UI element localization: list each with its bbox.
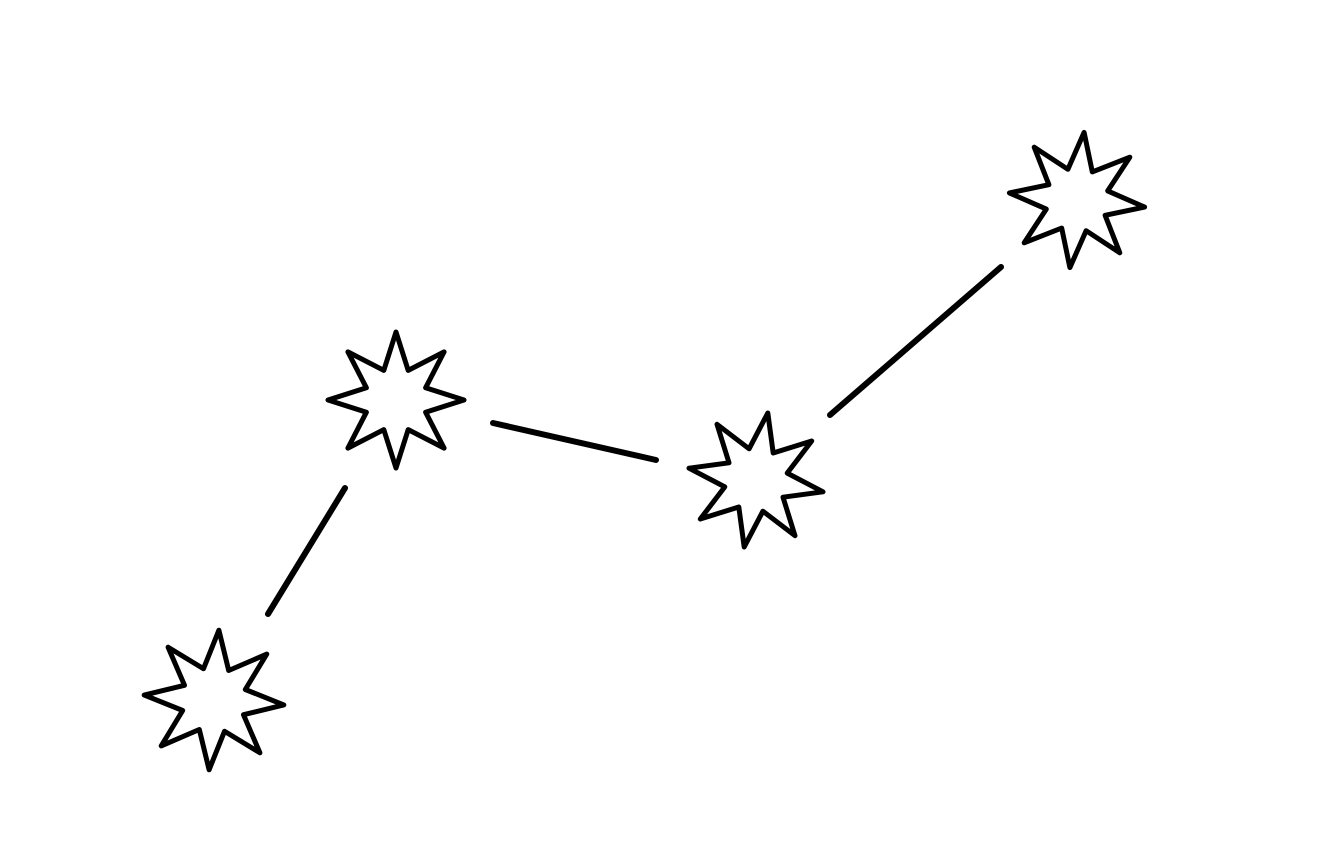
link-star-2-to-star-3 [490, 420, 659, 463]
star-4-eight-point-star-icon [1006, 129, 1148, 271]
star-2-eight-point-star-icon [325, 329, 467, 471]
constellation-links [265, 264, 1004, 617]
star-3-eight-point-star-icon [686, 410, 826, 550]
link-star-1-to-star-2 [265, 485, 348, 617]
star-1-eight-point-star-icon [141, 627, 287, 773]
link-star-3-to-star-4 [827, 264, 1004, 418]
constellation-stars [141, 129, 1148, 773]
